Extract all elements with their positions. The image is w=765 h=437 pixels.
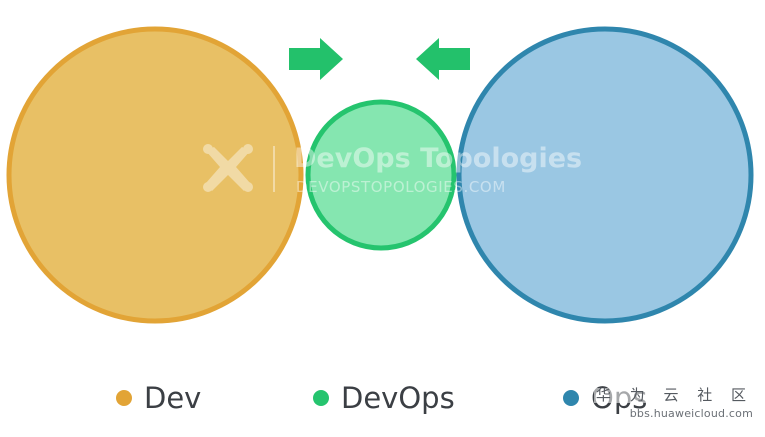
legend-item-devops: DevOps — [313, 376, 455, 420]
legend-label-devops: DevOps — [341, 381, 455, 415]
arrow-left-icon — [416, 38, 470, 80]
site-watermark: 华 为 云 社 区 bbs.huaweicloud.com — [593, 386, 753, 420]
devops-circle — [305, 99, 457, 251]
dev-circle — [6, 26, 304, 324]
watermark-title: DevOps Topologies — [294, 143, 582, 174]
legend-dot-dev — [116, 390, 132, 406]
watermark-url: DEVOPSTOPOLOGIES.COM — [296, 178, 506, 196]
legend-dot-ops — [563, 390, 579, 406]
x-cross-logo-icon — [203, 144, 275, 192]
legend-dot-devops — [313, 390, 329, 406]
legend-label-dev: Dev — [144, 381, 202, 415]
site-watermark-url: bbs.huaweicloud.com — [629, 407, 753, 420]
arrow-right-icon — [289, 38, 343, 80]
site-watermark-text: 华 为 云 社 区 — [593, 386, 753, 404]
legend-item-dev: Dev — [116, 376, 201, 420]
ops-circle — [456, 26, 754, 324]
